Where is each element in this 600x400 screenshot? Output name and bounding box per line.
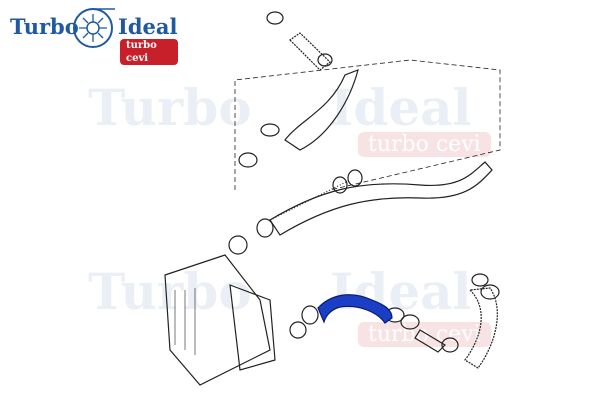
upper-pipe [284, 69, 359, 151]
intercooler [164, 254, 276, 386]
logo-text-ideal: Ideal [118, 14, 178, 39]
logo-tagline-badge: turbo cevi [120, 39, 178, 65]
intake-pipe [269, 161, 493, 236]
highlighted-hose [317, 294, 393, 324]
upper-hose [289, 32, 331, 71]
upper-assembly-frame [234, 59, 501, 191]
watermark-text-bottom: Turbo [88, 262, 252, 321]
logo-text-turbo: Turbo [10, 14, 79, 39]
lower-right-hose [464, 287, 498, 369]
watermark-badge-top: turbo cevi [358, 132, 491, 157]
watermark-badge-bottom: turbo cevi [358, 322, 491, 347]
turbine-icon [73, 8, 115, 48]
watermark-text-top-right: Ideal [330, 78, 472, 137]
watermark-text-bottom-right: Ideal [330, 262, 472, 321]
clamps [228, 11, 500, 353]
watermark-text-top: Turbo [88, 78, 252, 137]
lower-connector [414, 329, 446, 353]
brand-logo: Turbo Ideal turbo cevi [8, 4, 178, 65]
